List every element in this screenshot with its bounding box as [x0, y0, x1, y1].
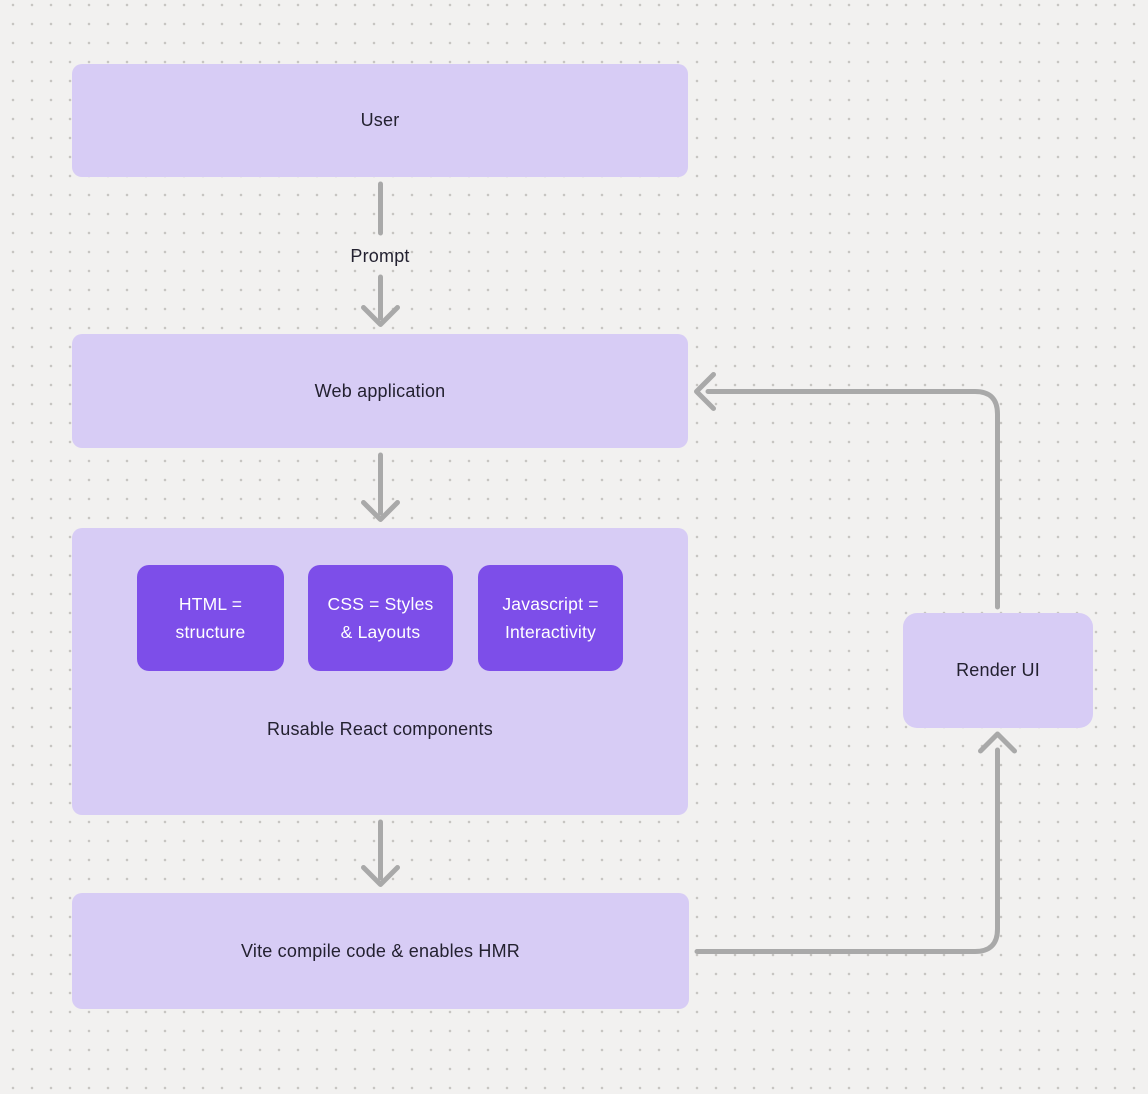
arrowhead-down-webapp	[361, 305, 400, 327]
edge-render-to-webapp	[705, 389, 1000, 610]
component-javascript-line1: Javascript =	[502, 594, 599, 614]
node-render-ui: Render UI	[903, 613, 1093, 728]
components-group-caption: Rusable React components	[267, 719, 493, 739]
edge-vite-to-render	[694, 747, 1000, 954]
component-css-line1: CSS = Styles	[327, 594, 434, 614]
component-html: HTML = structure	[137, 565, 284, 671]
node-render-ui-label: Render UI	[956, 660, 1040, 680]
arrowhead-down-components	[361, 500, 400, 522]
component-javascript-line2: Interactivity	[504, 622, 597, 642]
node-web-application: Web application	[72, 334, 688, 448]
component-css-line2: & Layouts	[340, 622, 421, 642]
arrowhead-up-render	[978, 731, 1017, 754]
node-vite-label: Vite compile code & enables HMR	[240, 940, 520, 961]
node-user: User	[72, 64, 688, 177]
edge-label-prompt: Prompt	[350, 246, 410, 266]
node-user-label: User	[360, 110, 400, 130]
node-web-application-label: Web application	[314, 380, 446, 401]
node-vite: Vite compile code & enables HMR	[72, 893, 689, 1009]
arrowhead-left-webapp	[694, 372, 716, 411]
arrowhead-down-vite	[361, 865, 400, 887]
component-html-line1: HTML =	[178, 594, 243, 614]
component-css: CSS = Styles & Layouts	[308, 565, 453, 671]
component-html-line2: structure	[175, 622, 246, 642]
node-components-group: HTML = structure CSS = Styles & Layouts …	[72, 528, 688, 815]
component-javascript: Javascript = Interactivity	[478, 565, 623, 671]
